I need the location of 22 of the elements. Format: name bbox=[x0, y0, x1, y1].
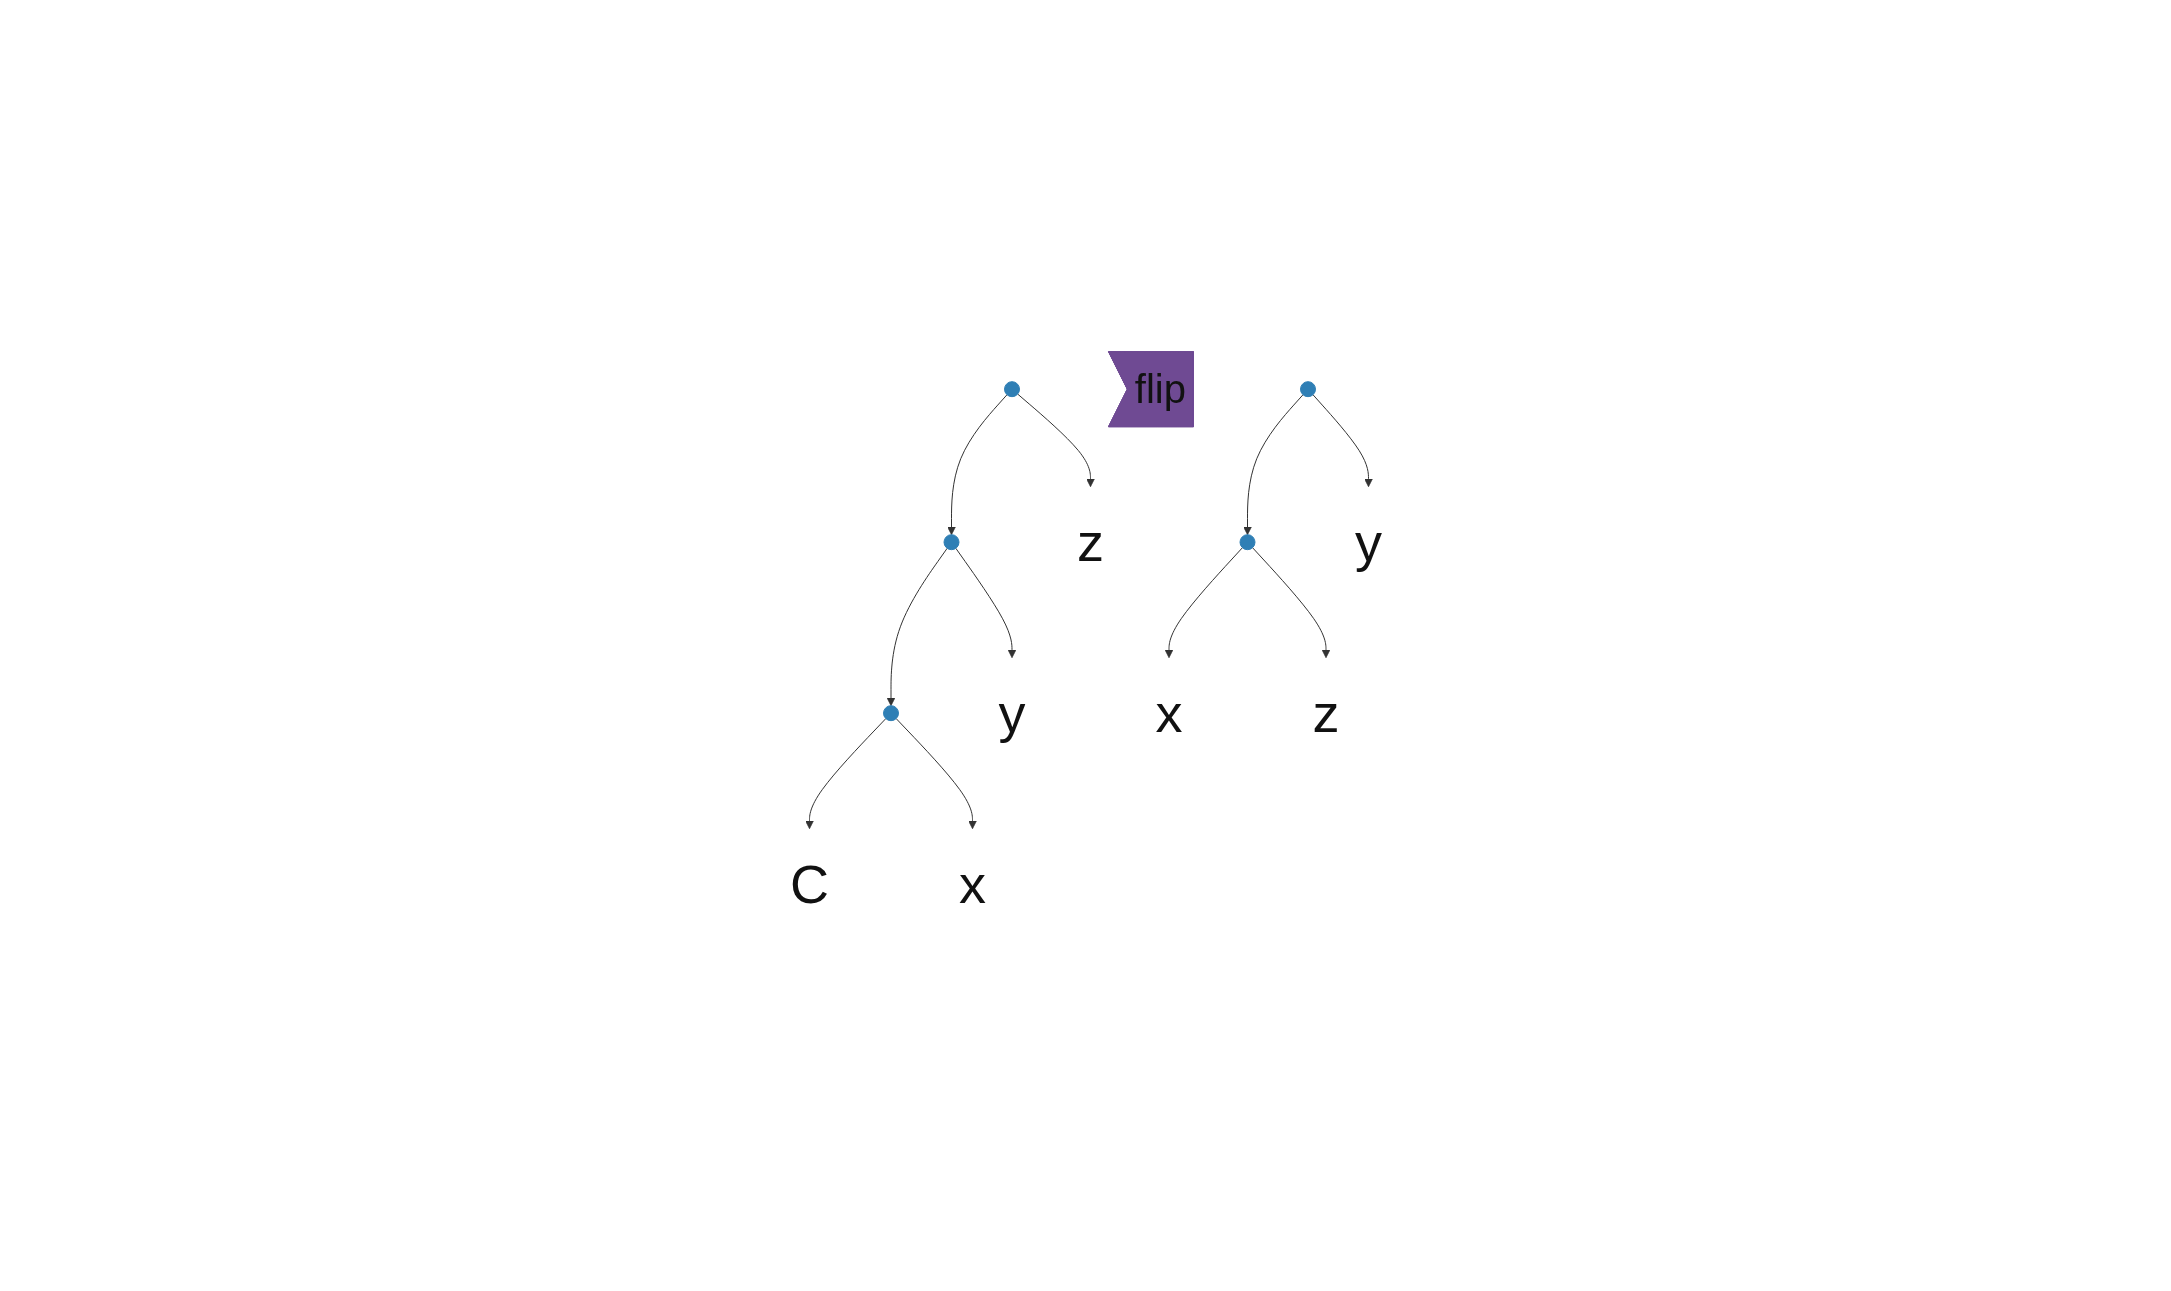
node-text: x bbox=[1155, 682, 1182, 743]
arrow bbox=[886, 547, 948, 706]
node-circle bbox=[1299, 381, 1316, 397]
node-circle bbox=[882, 705, 899, 721]
node-circle bbox=[943, 534, 959, 550]
node-circle bbox=[1003, 381, 1020, 397]
arrow bbox=[1312, 394, 1373, 487]
node-text: z bbox=[1076, 511, 1104, 572]
node-text: x bbox=[958, 853, 986, 914]
arrow bbox=[804, 717, 886, 829]
arrow bbox=[946, 394, 1007, 535]
arrow bbox=[1016, 393, 1095, 487]
node-text: z bbox=[1312, 682, 1339, 743]
arrow bbox=[1242, 394, 1303, 535]
arrow bbox=[895, 717, 977, 829]
arrow bbox=[1251, 547, 1330, 658]
node-text: y bbox=[998, 682, 1025, 743]
node-text: C bbox=[789, 853, 829, 914]
node-circle bbox=[1239, 534, 1255, 550]
arrow bbox=[1164, 547, 1243, 658]
arrow bbox=[954, 547, 1016, 658]
node-text: y bbox=[1354, 511, 1382, 572]
